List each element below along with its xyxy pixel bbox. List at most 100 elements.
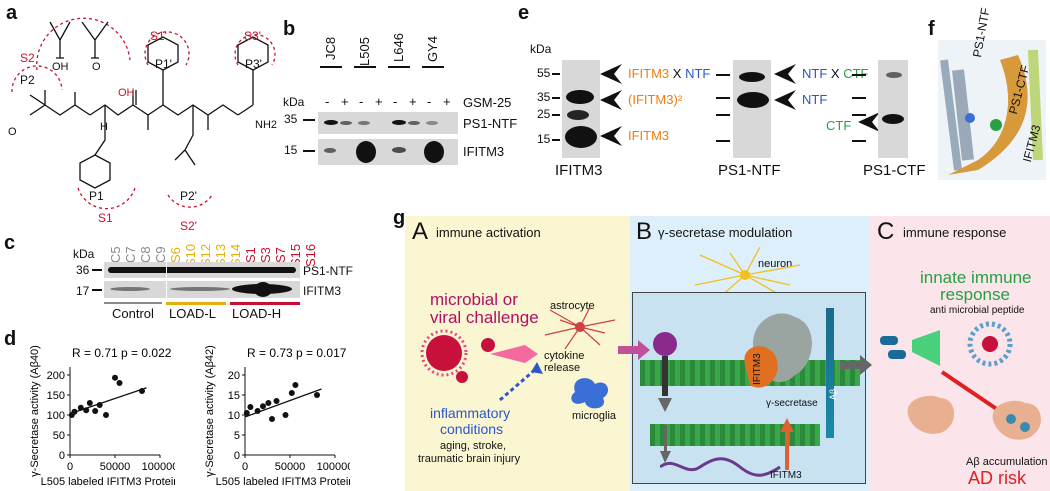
subsite-s1prime: S1': [150, 29, 167, 43]
blot-e-kda: kDa: [530, 42, 552, 56]
position-p2prime: P2': [180, 189, 197, 203]
blot-e-title-ntf: PS1-NTF: [718, 162, 781, 179]
g-amp-cluster: [967, 321, 1013, 367]
position-p1prime: P1': [155, 57, 172, 71]
panel-label-e: e: [518, 2, 530, 24]
blot-e-mw-35: 35: [537, 90, 551, 104]
g-conditions-1: aging, stroke,: [440, 440, 507, 452]
g-b-letter: B: [636, 218, 653, 245]
s2prime-arc: [167, 194, 213, 208]
x-tick-label: 100000: [317, 461, 350, 473]
g-neuron-cell: [694, 246, 801, 298]
blot-e-ifitm3-arrows: [600, 64, 622, 146]
g-c-title: immune response: [903, 225, 1007, 240]
y-tick-label: 10: [228, 410, 240, 422]
blot-b-mw-15: 15: [284, 143, 298, 157]
blot-b-lane-gy4: GY4: [425, 35, 440, 62]
blot-c-ifitm3-strip: [104, 281, 300, 298]
data-point: [92, 408, 99, 414]
position-p3prime: P3': [245, 57, 262, 71]
g-abacc: Aβ accumulation: [966, 456, 1048, 468]
position-p1: P1: [89, 189, 104, 203]
blot-b-mw-35: 35: [284, 112, 298, 126]
s1prime-arc: [144, 31, 190, 66]
panel-label-b: b: [283, 18, 296, 40]
s2-pocket-arc: [11, 65, 63, 93]
g-astrocyte-cell: [544, 306, 616, 350]
s3prime-arc: [234, 33, 276, 66]
ifitm3-monomer-label: IFITM3: [628, 128, 670, 143]
x-axis-label: L505 labeled IFITM3 Protein: [216, 476, 350, 488]
g-dna: [660, 457, 781, 477]
blot-e-ps1-ctf: [878, 60, 908, 158]
g-brain-healthy: [907, 395, 955, 434]
data-point: [112, 374, 118, 381]
sign-7: -: [427, 94, 432, 109]
y-tick-label: 0: [234, 450, 240, 462]
data-point: [292, 382, 299, 388]
ntf-ctf-crosslink: NTF X CTF: [802, 66, 869, 81]
inhibitor-structure: O H NH2 OH OH O S2 S1' S3' S1 S2' P2 P1'…: [8, 17, 277, 230]
hydroxyl-label: OH: [118, 87, 135, 99]
sign-3: -: [359, 94, 364, 109]
g-ifitm3-bottom: IFITM3: [770, 470, 802, 481]
data-point: [265, 400, 272, 406]
g-innate-2: response: [940, 285, 1010, 304]
blot-c-kda: kDa: [73, 247, 95, 261]
g-challenge-2: viral challenge: [430, 308, 539, 327]
x-axis-label: L505 labeled IFITM3 Protein: [41, 476, 175, 488]
g-neuron: neuron: [758, 258, 793, 270]
y-axis-label: γ-Secretase activity (Aβ40): [29, 345, 41, 477]
regression-line: [69, 387, 147, 415]
g-gamma-secretase: [744, 313, 812, 388]
data-point: [282, 412, 289, 418]
sign-4: +: [375, 94, 383, 109]
s2-subsite-arc: [36, 17, 131, 71]
blot-e-mw-15: 15: [537, 132, 551, 146]
blot-e-ps1-ntf: [733, 60, 771, 158]
subsite-s2prime: S2': [180, 219, 197, 230]
position-p2: P2: [20, 73, 35, 87]
stat-label: R = 0.71 p = 0.022: [72, 346, 172, 360]
y-tick-label: 50: [53, 430, 65, 442]
blot-c-ntf-strip: [104, 262, 300, 278]
g-inflammatory-2: conditions: [440, 421, 504, 437]
g-a-letter: A: [412, 218, 429, 245]
blot-e-ifitm3: [562, 60, 600, 158]
data-point: [288, 390, 295, 396]
subsite-s2: S2: [20, 51, 35, 65]
data-point: [269, 416, 275, 422]
g-inflammatory-1: inflammatory: [430, 405, 511, 421]
blot-b-lane-jc8: JC8: [323, 36, 338, 60]
g-brain-ad: [992, 400, 1041, 440]
panel-label-a: a: [6, 2, 18, 24]
gsm25-label: GSM-25: [463, 95, 512, 110]
g-abeta-label: Aβ: [828, 388, 838, 400]
group-load-h: LOAD-H: [232, 306, 282, 321]
data-point: [314, 392, 320, 398]
blot-c-mw-36: 36: [76, 263, 90, 277]
boc-oxygen: O: [8, 126, 17, 138]
y-tick-label: 150: [47, 390, 65, 402]
x-tick-label: 0: [242, 461, 248, 473]
g-receptor: [653, 332, 677, 412]
blot-b-lane-l505: L505: [357, 37, 372, 66]
blot-b-ntf-strip: [318, 112, 458, 134]
nh2-label: NH2: [255, 119, 277, 131]
data-point: [273, 398, 280, 404]
g-challenge-1: microbial or: [430, 290, 518, 309]
g-microglia: microglia: [572, 410, 617, 422]
y-tick-label: 0: [59, 450, 65, 462]
regression-line: [244, 388, 322, 418]
g-b-title: γ-secretase modulation: [658, 225, 793, 240]
data-point: [103, 412, 109, 418]
blot-b-row-ntf: PS1-NTF: [463, 116, 518, 131]
data-point: [116, 380, 123, 386]
blot-e-mw-25: 25: [537, 107, 551, 121]
sign-5: -: [393, 94, 398, 109]
ntf-label: NTF: [802, 92, 828, 107]
g-pathogens: [420, 329, 495, 383]
g-gsec-label: γ-secretase: [766, 398, 818, 409]
